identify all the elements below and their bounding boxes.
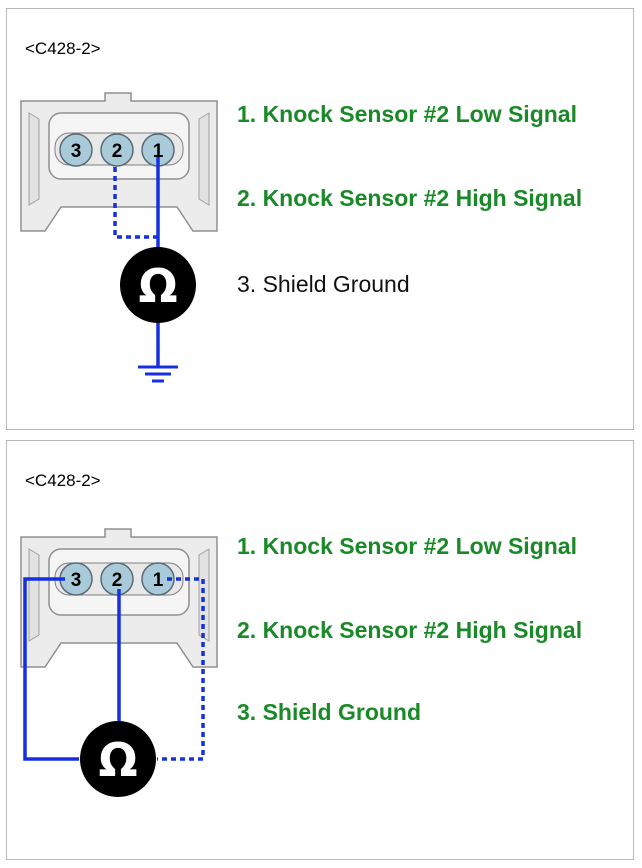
pin-3-number: 3: [71, 141, 82, 162]
connector-ear-left: [28, 548, 40, 642]
wire-pin3-solid: [23, 577, 79, 761]
diagram-panel-2: <C428-2> 3 2 1 Ω 1. Knock Sensor #2: [6, 440, 634, 860]
diagram-panel-1: <C428-2> 3 2 1: [6, 8, 634, 430]
ground-icon: [138, 365, 178, 383]
pin-1-number: 1: [153, 570, 164, 591]
ohmmeter-icon: Ω: [120, 247, 196, 323]
pin-3-label: 3. Shield Ground: [237, 699, 422, 725]
pin-1-number: 1: [153, 141, 164, 162]
pin-2: 2: [100, 562, 134, 596]
ohm-symbol: Ω: [138, 259, 177, 313]
pin-3-label: 3. Shield Ground: [237, 271, 410, 297]
pin-2-number: 2: [112, 141, 123, 162]
pin-3: 3: [59, 133, 93, 167]
pin-2-label: 2. Knock Sensor #2 High Signal: [237, 617, 583, 643]
pin-1: 1: [141, 562, 175, 596]
ohm-symbol: Ω: [98, 733, 137, 787]
pin-2: 2: [100, 133, 134, 167]
connector-ear-right: [198, 112, 210, 206]
pin-2-number: 2: [112, 570, 123, 591]
connector-diagram: 3 2 1 Ω: [20, 92, 218, 383]
connector-ear-left: [28, 112, 40, 206]
pin-3-number: 3: [71, 570, 82, 591]
wire-pin1-dashed: [157, 577, 205, 761]
connector-id: <C428-2>: [25, 471, 101, 490]
connector-id: <C428-2>: [25, 39, 101, 58]
connector-diagram: 3 2 1 Ω: [20, 528, 218, 797]
pin-1-label: 1. Knock Sensor #2 Low Signal: [237, 101, 577, 127]
ohmmeter-icon: Ω: [80, 721, 156, 797]
pin-1-label: 1. Knock Sensor #2 Low Signal: [237, 533, 577, 559]
pin-2-label: 2. Knock Sensor #2 High Signal: [237, 185, 583, 211]
